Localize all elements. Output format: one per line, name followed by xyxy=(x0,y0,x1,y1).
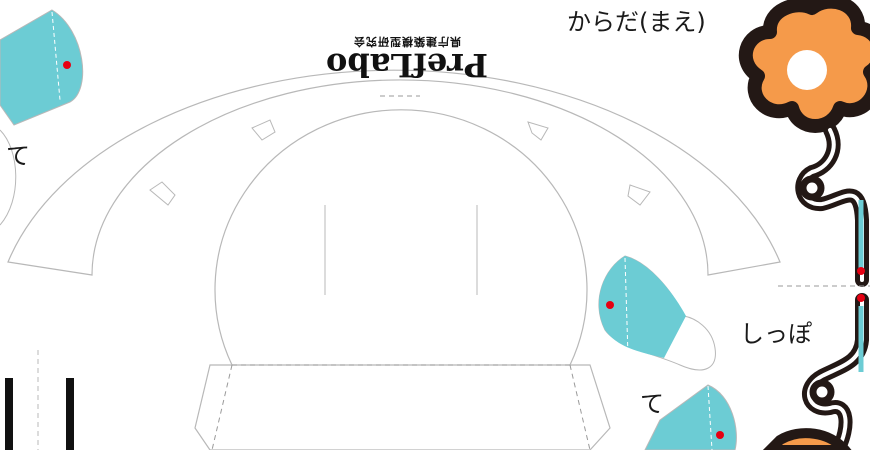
hand-fold-mid-right xyxy=(624,257,629,357)
base-fold-left xyxy=(211,364,233,450)
label-tail: しっぽ xyxy=(740,320,812,348)
label-hand-top-left: て xyxy=(6,142,30,170)
hand-piece-top-left xyxy=(0,9,84,126)
hand-piece-top-left-white xyxy=(0,129,17,226)
arch-strip xyxy=(7,69,781,276)
arch-tab-4 xyxy=(627,184,651,206)
arch-tab-2 xyxy=(251,119,276,141)
dome-base xyxy=(194,364,611,450)
glue-dot xyxy=(857,267,865,275)
label-hand-bottom-right: て xyxy=(640,390,664,418)
hand-piece-mid-right-colored xyxy=(598,256,686,358)
glue-dot xyxy=(857,294,865,302)
base-fold-right xyxy=(569,364,591,450)
dome-body xyxy=(214,109,588,366)
label-body-front: からだ(まえ) xyxy=(567,8,706,36)
glue-dot xyxy=(606,301,614,309)
left-thick-bar-2 xyxy=(66,378,74,450)
brand-name: PrefLabo xyxy=(326,46,488,84)
hand-fold-bottom-right xyxy=(707,385,713,450)
tail-strip xyxy=(762,123,869,450)
arch-tab-3 xyxy=(527,121,549,141)
glue-dot xyxy=(63,61,71,69)
glue-dot xyxy=(716,431,724,439)
left-thick-bar-1 xyxy=(5,378,13,450)
hand-fold-top-left xyxy=(51,11,61,101)
brand-logo: PrefLabo 県庁建築模型研究会 xyxy=(322,35,492,84)
arch-tab-1 xyxy=(149,181,176,206)
flower-decoration xyxy=(738,0,870,133)
